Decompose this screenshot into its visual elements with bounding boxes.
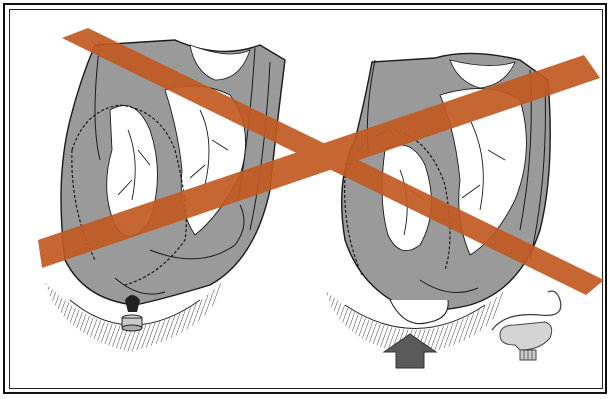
- illustration-canvas: [0, 0, 614, 399]
